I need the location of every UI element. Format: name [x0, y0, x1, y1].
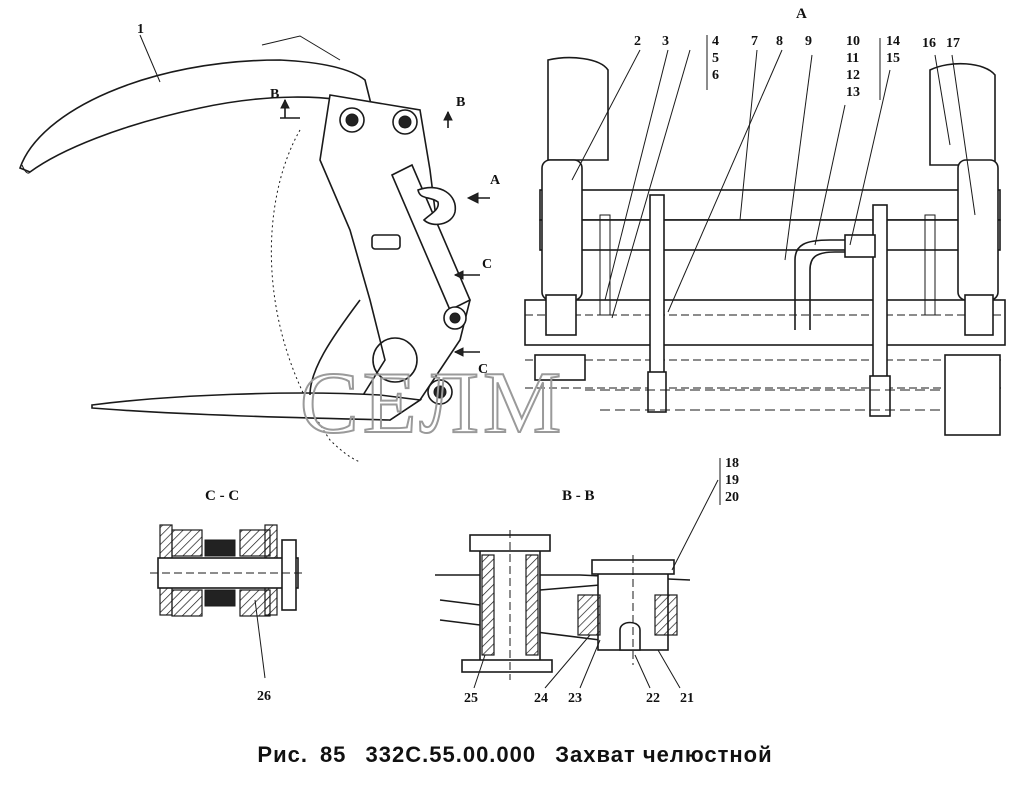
callout-22: 22	[646, 691, 660, 706]
figure-caption: Рис. 85 332С.55.00.000 Захват челюстной	[0, 742, 1030, 768]
caption-code: 332С.55.00.000	[365, 742, 537, 767]
callout-24: 24	[534, 691, 548, 706]
callout-7: 7	[751, 34, 758, 49]
callout-4: 4	[712, 34, 719, 49]
callout-6: 6	[712, 68, 719, 83]
callout-19: 19	[725, 473, 739, 488]
side-view	[18, 34, 490, 463]
section-bb	[435, 458, 721, 689]
callouts: 1 2 3 4 5 6 7 8 9 10 11 12 13 14 15 16 1…	[137, 22, 960, 706]
callout-2: 2	[634, 34, 641, 49]
callout-3: 3	[662, 34, 669, 49]
marker-a: А	[490, 173, 501, 188]
callout-1: 1	[137, 22, 144, 37]
callout-12: 12	[846, 68, 860, 83]
marker-c-bottom: С	[478, 362, 488, 377]
callout-14: 14	[886, 34, 900, 49]
callout-9: 9	[805, 34, 812, 49]
marker-b-right: В	[456, 95, 465, 110]
callout-5: 5	[712, 51, 719, 66]
view-cc-title: С - С	[205, 488, 239, 504]
marker-c-top: С	[482, 257, 492, 272]
callout-20: 20	[725, 490, 739, 505]
callout-23: 23	[568, 691, 582, 706]
caption-prefix: Рис.	[257, 742, 308, 767]
section-cc	[150, 524, 305, 679]
callout-17: 17	[946, 36, 960, 51]
view-a	[524, 35, 1006, 436]
caption-number: 85	[319, 742, 347, 767]
view-bb-title: В - В	[562, 488, 595, 504]
callout-8: 8	[776, 34, 783, 49]
callout-15: 15	[886, 51, 900, 66]
watermark: СЕЛМ	[300, 355, 565, 452]
callout-11: 11	[846, 51, 859, 66]
callout-16: 16	[922, 36, 936, 51]
callout-10: 10	[846, 34, 860, 49]
callout-13: 13	[846, 85, 860, 100]
marker-b-left: В	[270, 87, 279, 102]
view-a-title: А	[796, 6, 807, 22]
callout-25: 25	[464, 691, 478, 706]
callout-21: 21	[680, 691, 694, 706]
callout-26: 26	[257, 689, 271, 704]
callout-18: 18	[725, 456, 739, 471]
caption-title: Захват челюстной	[555, 742, 773, 767]
